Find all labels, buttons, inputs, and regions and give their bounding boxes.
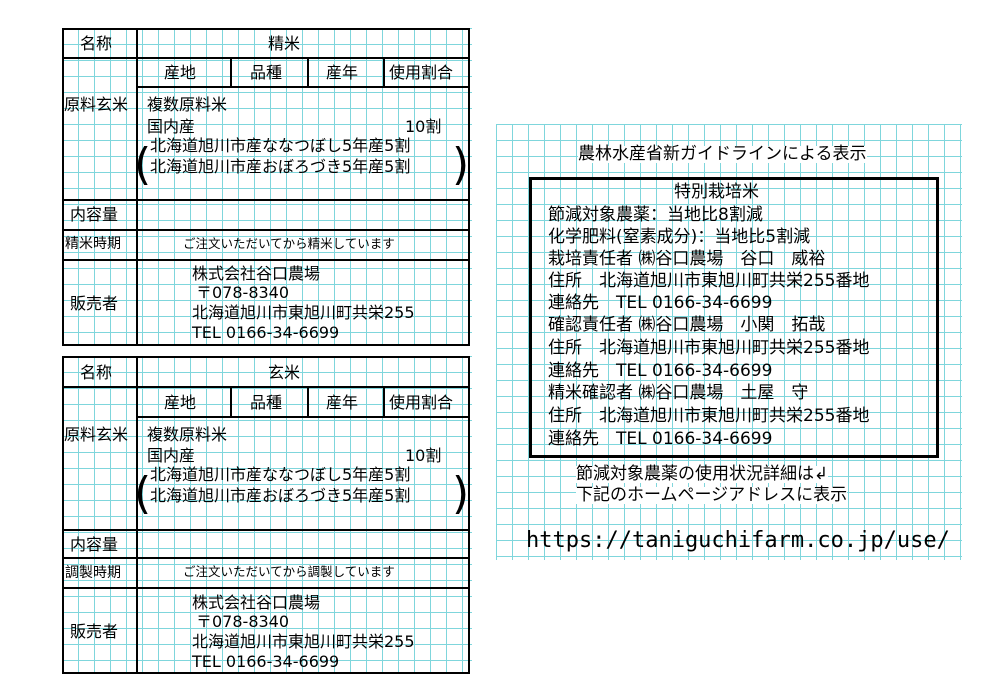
name-label: 名称 xyxy=(80,34,113,53)
guideline-line: 確認責任者 ㈱谷口農場 小関 拓哉 xyxy=(548,315,826,335)
column-divider xyxy=(136,28,138,346)
raw-material-label: 原料玄米 xyxy=(64,425,129,444)
grid-background-label-2 xyxy=(62,356,472,674)
guideline-note: 下記のホームページアドレスに表示 xyxy=(576,485,848,505)
guideline-line: 住所 北海道旭川市東旭川町共栄255番地 xyxy=(548,406,870,426)
variety-line: 北海道旭川市産おぼろづき5年産5割 xyxy=(150,486,411,505)
date-value: ご注文いただいてから調製しています xyxy=(183,564,395,579)
row-divider xyxy=(62,199,470,201)
column-ratio: 使用割合 xyxy=(389,63,454,82)
seller-line: 北海道旭川市東旭川町共栄255 xyxy=(192,632,415,651)
seller-line: 株式会社谷口農場 xyxy=(192,593,321,612)
date-label: 精米時期 xyxy=(65,236,121,252)
raw-type: 複数原料米 xyxy=(147,425,228,444)
column-divider xyxy=(383,57,385,87)
date-label: 調製時期 xyxy=(65,565,121,581)
column-divider xyxy=(383,386,385,417)
variety-line: 北海道旭川市産ななつぼし5年産5割 xyxy=(150,136,411,155)
column-ratio: 使用割合 xyxy=(389,393,454,412)
variety-line: 北海道旭川市産おぼろづき5年産5割 xyxy=(150,157,411,176)
row-divider xyxy=(137,86,470,88)
guideline-line: 連絡先 TEL 0166-34-6699 xyxy=(548,361,773,381)
column-variety: 品種 xyxy=(250,393,283,412)
column-divider xyxy=(136,356,138,674)
special-cultivation-box xyxy=(529,177,939,458)
name-label: 名称 xyxy=(80,363,113,382)
rice-label-polished xyxy=(62,28,470,346)
ratio: 10割 xyxy=(405,446,442,465)
row-divider xyxy=(62,529,470,531)
seller-line: 株式会社谷口農場 xyxy=(192,264,321,283)
row-divider xyxy=(62,386,470,388)
column-origin: 産地 xyxy=(164,393,197,412)
row-divider xyxy=(62,587,470,589)
column-divider xyxy=(307,386,309,417)
raw-material-label: 原料玄米 xyxy=(64,95,129,114)
origin: 国内産 xyxy=(147,446,196,465)
row-divider xyxy=(137,416,470,418)
guideline-line: 住所 北海道旭川市東旭川町共栄255番地 xyxy=(548,271,870,291)
seller-line: TEL 0166-34-6699 xyxy=(192,652,340,671)
guideline-line-title: 特別栽培米 xyxy=(674,182,759,202)
row-divider xyxy=(62,57,470,59)
seller-line: TEL 0166-34-6699 xyxy=(192,323,340,342)
content-label: 内容量 xyxy=(70,205,119,224)
guideline-line: 精米確認者 ㈱谷口農場 土屋 守 xyxy=(548,383,809,403)
right-parenthesis: ) xyxy=(452,139,470,190)
guideline-line: 連絡先 TEL 0166-34-6699 xyxy=(548,429,773,449)
column-year: 産年 xyxy=(326,63,359,82)
guideline-line: 栽培責任者 ㈱谷口農場 谷口 威裕 xyxy=(548,249,826,269)
column-variety: 品種 xyxy=(250,63,283,82)
variety-line: 北海道旭川市産ななつぼし5年産5割 xyxy=(150,465,411,484)
guideline-line: 節減対象農薬：当地比8割減 xyxy=(548,205,763,225)
guideline-note: 節減対象農薬の使用状況詳細は↲ xyxy=(576,464,829,484)
rice-label-brown xyxy=(62,356,470,674)
seller-line: 〒078-8340 xyxy=(196,283,290,302)
guideline-line: 住所 北海道旭川市東旭川町共栄255番地 xyxy=(548,338,870,358)
ratio: 10割 xyxy=(405,117,442,136)
row-divider xyxy=(62,557,470,559)
seller-line: 〒078-8340 xyxy=(196,612,290,631)
right-parenthesis: ) xyxy=(452,468,470,519)
raw-type: 複数原料米 xyxy=(147,95,228,114)
left-parenthesis: ( xyxy=(134,468,152,519)
seller-label: 販売者 xyxy=(70,294,119,313)
content-label: 内容量 xyxy=(70,535,119,554)
seller-label: 販売者 xyxy=(70,622,119,641)
origin: 国内産 xyxy=(147,117,196,136)
website-url[interactable]: https://taniguchifarm.co.jp/use/ xyxy=(526,528,950,553)
column-origin: 産地 xyxy=(164,63,197,82)
row-divider xyxy=(62,259,470,261)
guideline-line: 連絡先 TEL 0166-34-6699 xyxy=(548,293,773,313)
column-divider xyxy=(230,386,232,417)
column-divider xyxy=(230,57,232,87)
row-divider xyxy=(62,229,470,231)
guideline-heading: 農林水産省新ガイドラインによる表示 xyxy=(578,144,867,164)
name-value: 玄米 xyxy=(268,363,301,382)
column-year: 産年 xyxy=(326,393,359,412)
grid-background-label-1 xyxy=(62,28,472,346)
guideline-line: 化学肥料(窒素成分)：当地比5割減 xyxy=(548,227,811,247)
column-divider xyxy=(307,57,309,87)
left-parenthesis: ( xyxy=(134,139,152,190)
date-value: ご注文いただいてから精米しています xyxy=(183,236,395,251)
seller-line: 北海道旭川市東旭川町共栄255 xyxy=(192,303,415,322)
name-value: 精米 xyxy=(268,34,301,53)
